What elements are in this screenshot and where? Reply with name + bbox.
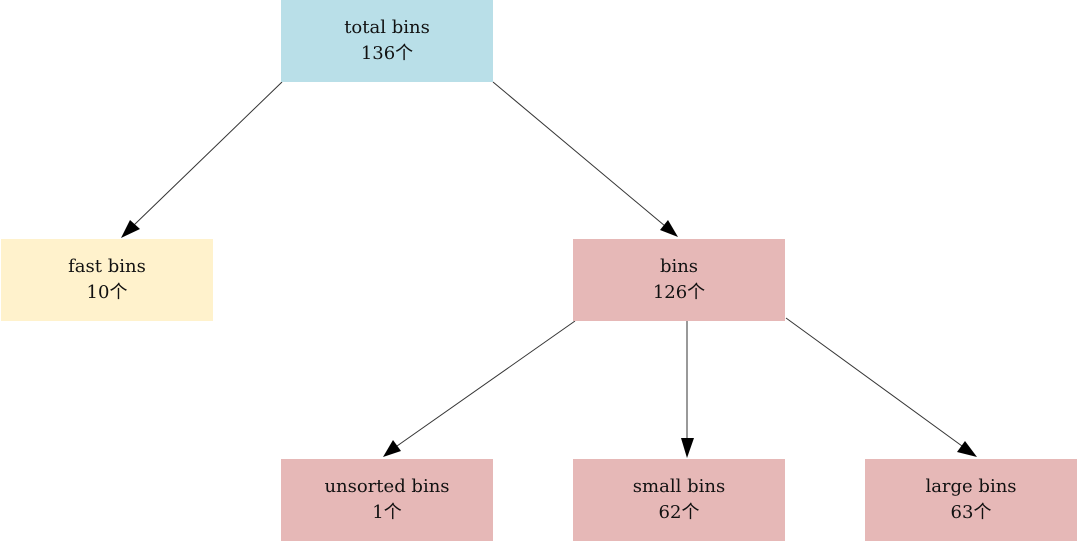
node-total-bins-label: total bins xyxy=(344,17,430,38)
node-large-bins: large bins 63个 xyxy=(865,459,1077,541)
node-small-bins-count: 62个 xyxy=(658,502,700,523)
arrowhead-total-to-bins xyxy=(660,220,678,237)
node-unsorted-bins-count: 1个 xyxy=(372,502,402,523)
node-unsorted-bins: unsorted bins 1个 xyxy=(281,459,493,541)
arrowhead-bins-to-unsorted xyxy=(383,440,401,457)
edge-total-to-bins xyxy=(492,81,666,227)
node-total-bins-count: 136个 xyxy=(360,43,414,64)
arrowhead-total-to-fast xyxy=(121,220,140,238)
edge-total-to-fast xyxy=(132,81,283,227)
edge-bins-to-unsorted xyxy=(396,320,576,447)
node-small-bins: small bins 62个 xyxy=(573,459,785,541)
node-small-bins-label: small bins xyxy=(632,476,726,497)
node-fast-bins-count: 10个 xyxy=(86,282,128,303)
edge-bins-to-large xyxy=(785,317,963,447)
arrowhead-bins-to-small xyxy=(681,438,694,458)
node-bins-count: 126个 xyxy=(652,282,706,303)
node-large-bins-count: 63个 xyxy=(950,502,992,523)
node-unsorted-bins-label: unsorted bins xyxy=(324,476,450,497)
node-bins: bins 126个 xyxy=(573,239,785,321)
node-total-bins: total bins 136个 xyxy=(281,0,493,82)
node-bins-label: bins xyxy=(659,256,699,277)
node-fast-bins-label: fast bins xyxy=(68,256,146,277)
arrowhead-bins-to-large xyxy=(957,441,977,457)
node-large-bins-label: large bins xyxy=(925,476,1017,497)
node-fast-bins: fast bins 10个 xyxy=(1,239,213,321)
